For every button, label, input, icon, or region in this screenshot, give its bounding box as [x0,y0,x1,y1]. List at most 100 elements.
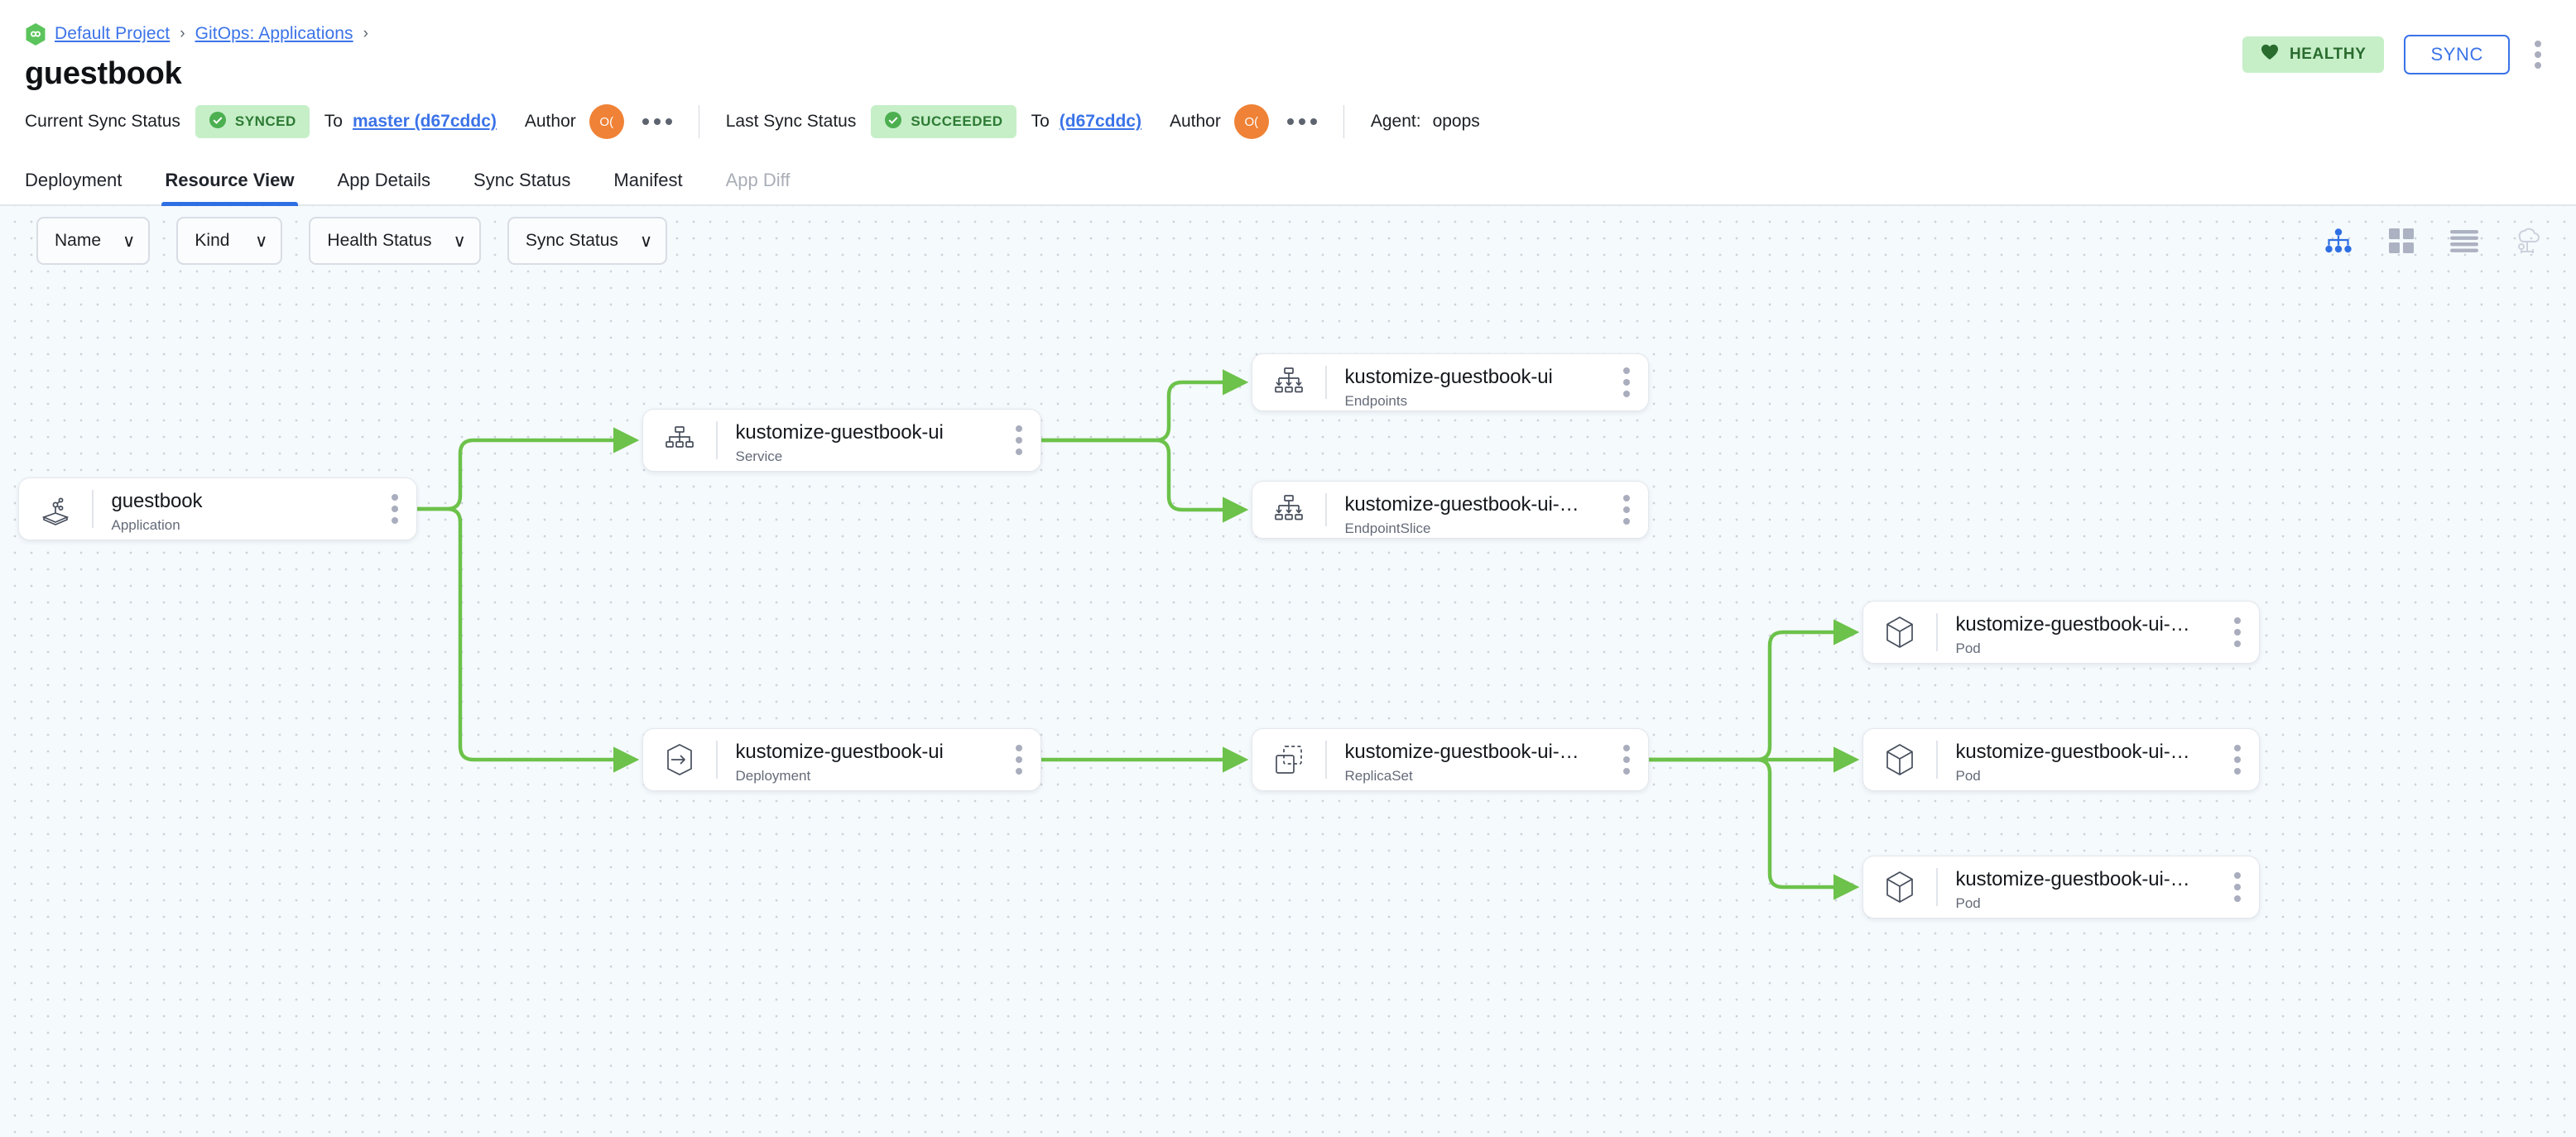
filter-sync-status-label: Sync Status [525,231,618,250]
filter-kind-label: Kind [195,231,230,250]
node-body: kustomize-guestbook-ui-…Pod♥ [1938,729,2260,790]
tab-resource-view[interactable]: Resource View [161,170,298,206]
graph-node-pod[interactable]: kustomize-guestbook-ui-…Pod♥ [1862,601,2260,664]
sync-button[interactable]: SYNC [2404,35,2510,74]
node-overflow-menu-icon[interactable] [387,489,403,529]
service-icon [643,410,716,471]
node-overflow-menu-icon[interactable] [1618,740,1635,780]
resource-graph-canvas[interactable]: Name∨Kind∨Health Status∨Sync Status∨ [0,206,2576,1137]
breadcrumb: Default Project › GitOps: Applications › [25,22,2540,46]
node-body: kustomize-guestbook-ui-…Pod♥ [1938,856,2260,918]
filter-name-select[interactable]: Name∨ [36,217,151,265]
node-body: kustomize-guestbook-ui-…ReplicaSet♥ [1327,729,1649,790]
page-title: guestbook [25,56,182,91]
last-more-horizontal-icon[interactable] [1286,118,1317,125]
filter-kind-select[interactable]: Kind ∨ [176,217,283,265]
node-name: kustomize-guestbook-ui-… [1955,868,2190,890]
tree-view-icon[interactable] [2323,225,2354,257]
header-overflow-menu-icon[interactable] [2530,36,2546,74]
pod-icon [1863,602,1936,663]
graph-toolbar: Name∨Kind∨Health Status∨Sync Status∨ [0,206,2576,276]
breadcrumb-item-gitops-applications[interactable]: GitOps: Applications [195,24,353,43]
node-divider [716,741,718,779]
node-kind: Application [111,517,180,533]
heart-icon [2261,44,2279,65]
filter-sync-status-select[interactable]: Sync Status∨ [507,217,668,265]
graph-node-replicaset[interactable]: kustomize-guestbook-ui-…ReplicaSet♥ [1252,728,1649,791]
node-name: kustomize-guestbook-ui [735,421,944,444]
node-body: kustomize-guestbook-ui-…Pod♥ [1938,602,2260,663]
node-divider [1936,741,1938,779]
node-kind: Pod [1955,895,1981,911]
last-sync-status-badge: SUCCEEDED [871,105,1016,138]
page-header: Default Project › GitOps: Applications ›… [0,0,2576,92]
current-sync-status-label: Current Sync Status [25,112,180,131]
endpoints-icon [1252,354,1325,410]
node-overflow-menu-icon[interactable] [2229,612,2246,652]
current-author-avatar[interactable]: O( [589,104,624,139]
network-view-icon[interactable] [2511,225,2543,257]
grid-view-icon[interactable] [2386,225,2417,257]
node-name: guestbook [111,490,203,512]
node-overflow-menu-icon[interactable] [2229,867,2246,907]
current-revision-link[interactable]: master (d67cddc) [352,112,497,131]
chevron-down-icon: ∨ [453,231,466,251]
tab-bar: Deployment Resource View App Details Sync S… [0,151,2576,206]
node-overflow-menu-icon[interactable] [1011,420,1027,460]
last-revision-link[interactable]: (d67cddc) [1059,112,1141,131]
breadcrumb-item-default-project[interactable]: Default Project [55,24,171,43]
tab-app-diff: App Diff [725,170,791,190]
tab-manifest[interactable]: Manifest [613,170,683,190]
node-overflow-menu-icon[interactable] [2229,740,2246,780]
current-more-horizontal-icon[interactable] [642,118,672,125]
graph-node-pod[interactable]: kustomize-guestbook-ui-…Pod♥ [1862,728,2260,791]
pod-icon [1863,856,1936,918]
replicaset-icon [1252,729,1325,790]
sync-status-bar: Current Sync Status SYNCED To master (d6… [0,92,2576,151]
last-author-avatar[interactable]: O( [1233,104,1269,139]
current-author-label: Author [524,112,576,131]
node-overflow-menu-icon[interactable] [1618,362,1635,402]
node-kind: Pod [1955,640,1981,656]
node-divider [1936,613,1938,651]
check-circle-icon [209,111,227,133]
check-circle-icon [884,111,902,133]
resource-graph: guestbookApplication♥✓kustomize-guestboo… [0,206,2576,1137]
current-to-label: To [324,112,343,131]
node-kind: Service [735,449,783,464]
node-name: kustomize-guestbook-ui [735,741,944,763]
graph-node-endpointslice[interactable]: kustomize-guestbook-ui-…EndpointSlice [1252,481,1649,539]
filter-health-status-select[interactable]: Health Status∨ [309,217,481,265]
node-kind: ReplicaSet [1344,768,1413,784]
node-divider [1325,366,1327,399]
tab-sync-status[interactable]: Sync Status [473,170,571,190]
list-view-icon[interactable] [2449,225,2480,257]
chevron-down-icon: ∨ [255,231,268,251]
node-kind: Endpoints [1344,393,1408,409]
tab-deployment[interactable]: Deployment [25,170,123,190]
node-divider [92,490,94,528]
node-name: kustomize-guestbook-ui-… [1955,741,2190,763]
last-to-label: To [1031,112,1050,131]
node-overflow-menu-icon[interactable] [1618,490,1635,530]
node-divider [1325,493,1327,526]
node-name: kustomize-guestbook-ui-… [1955,613,2190,636]
node-divider [1325,741,1327,779]
node-overflow-menu-icon[interactable] [1011,740,1027,780]
title-row: guestbook [25,56,2540,92]
pod-icon [1863,729,1936,790]
tab-app-details[interactable]: App Details [337,170,431,190]
graph-node-pod[interactable]: kustomize-guestbook-ui-…Pod♥ [1862,856,2260,919]
current-sync-status-text: SYNCED [234,113,296,129]
node-kind: Pod [1955,768,1981,784]
application-icon [19,478,92,540]
endpoints-icon [1252,482,1325,538]
